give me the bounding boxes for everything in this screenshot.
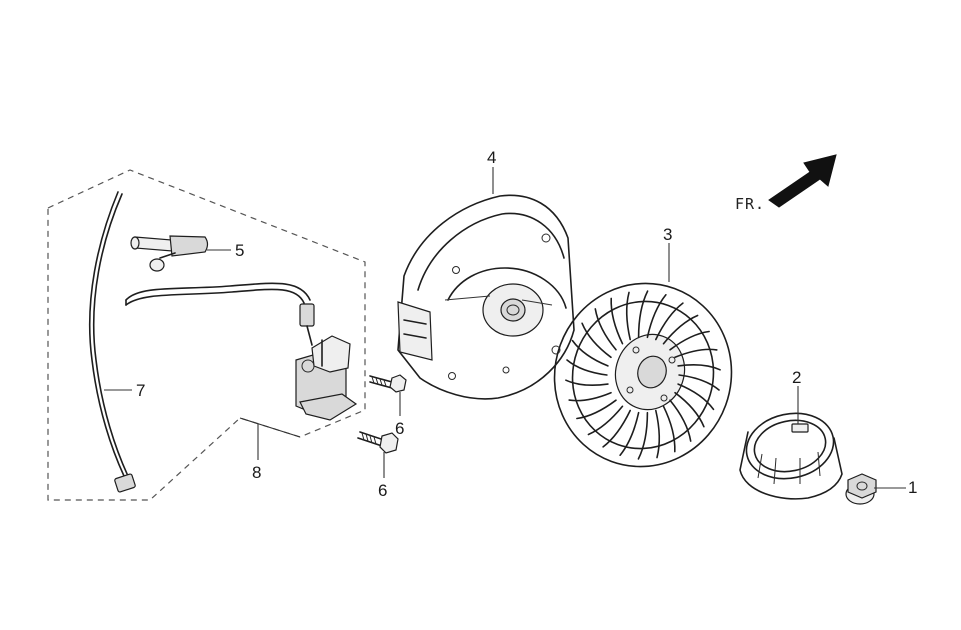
fan-blade <box>571 339 609 367</box>
fan-blade <box>581 322 612 359</box>
fan-blades <box>565 290 721 460</box>
part-5-spark-plug-cap <box>130 235 209 272</box>
part-6-bolt-lower <box>357 431 399 454</box>
fan-blade <box>594 308 617 351</box>
callout-8: 8 <box>252 463 261 482</box>
part-2-starter-cup <box>739 412 843 500</box>
part-1-flange-nut <box>845 473 877 505</box>
fan-blade <box>587 405 624 436</box>
arrow-up-right-icon <box>768 154 837 208</box>
callout-1: 1 <box>908 478 917 497</box>
fan-blade <box>565 379 609 386</box>
part-4-flywheel <box>397 194 575 400</box>
fan-blade <box>662 314 699 345</box>
fan-blade <box>678 374 720 391</box>
fan-blade <box>568 391 612 402</box>
part-7-ground-wire <box>88 191 136 493</box>
fan-blade <box>677 364 721 371</box>
fan-blade <box>669 330 710 351</box>
fan-blade <box>610 297 624 345</box>
fan-blade <box>669 399 692 442</box>
fan-blade <box>655 409 661 459</box>
fan-blade <box>637 290 649 339</box>
fan-blade <box>602 409 631 448</box>
callout-2: 2 <box>792 368 801 387</box>
fan-blade <box>646 294 667 339</box>
part-3-cooling-fan <box>553 282 733 468</box>
front-direction-label: FR. <box>735 195 765 213</box>
leader-lines <box>104 167 906 489</box>
fan-blade <box>625 291 631 341</box>
fan-blade <box>662 405 676 453</box>
callout-6-lower: 6 <box>378 481 387 500</box>
callout-3: 3 <box>663 225 672 244</box>
fan-blade <box>674 391 705 428</box>
callout-4: 4 <box>487 148 496 167</box>
fan-blade <box>619 411 640 456</box>
assembly-group-outline <box>47 169 366 501</box>
fan-blade <box>637 411 649 460</box>
fan-blade <box>566 359 608 376</box>
fan-blade <box>674 348 718 359</box>
part-8-ignition-coil <box>125 282 358 421</box>
front-direction-marker: FR. <box>735 154 837 213</box>
fan-blade <box>677 383 715 411</box>
fan-blade <box>576 399 617 420</box>
callout-6-upper: 6 <box>395 419 404 438</box>
fan-blade <box>655 302 684 341</box>
callout-5: 5 <box>235 241 244 260</box>
callout-7: 7 <box>136 381 145 400</box>
part-6-bolt-upper <box>369 374 407 393</box>
